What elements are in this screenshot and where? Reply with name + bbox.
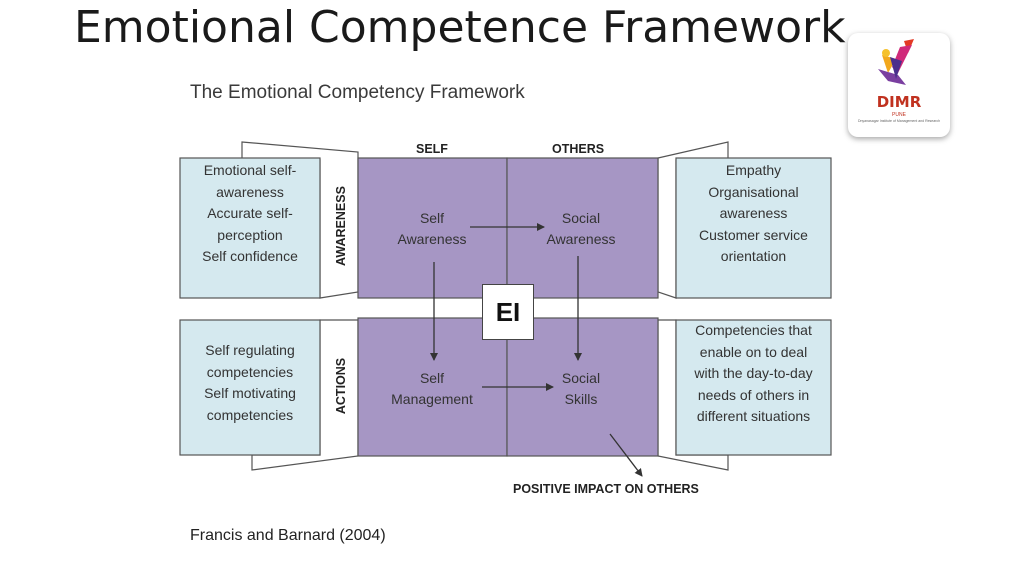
slide-title: Emotional Competence Framework (74, 2, 846, 53)
citation: Francis and Barnard (2004) (190, 527, 386, 544)
label-social-skills: Social Skills (561, 370, 601, 407)
logo-name: DIMR (876, 93, 922, 111)
label-self-awareness: Self Awareness (397, 210, 467, 247)
side-box-top-left (179, 157, 321, 299)
quadrant-self-awareness (357, 157, 508, 299)
arrow-to-positive-impact (609, 433, 643, 477)
side-text-bottom-left: Self regulating competencies Self motiva… (204, 342, 296, 423)
positive-impact-label: POSITIVE IMPACT ON OTHERS (513, 482, 699, 496)
row-label-actions: ACTIONS (334, 357, 348, 415)
side-text-top-right: Empathy Organisational awareness Custome… (699, 162, 808, 264)
column-header-self: SELF (416, 142, 448, 156)
ei-center-label: EI (482, 284, 534, 340)
label-self-management: Self Management (391, 370, 473, 407)
diagram-title: The Emotional Competency Framework (190, 82, 525, 103)
quadrant-social-awareness (506, 157, 659, 299)
column-header-others: OTHERS (552, 142, 605, 156)
row-label-awareness: AWARENESS (334, 186, 348, 266)
side-box-bottom-right (675, 319, 832, 456)
dimr-logo: DIMR PUNE Dnyanasagar Institute of Manag… (848, 33, 950, 137)
logo-city: PUNE (892, 112, 906, 118)
side-box-top-right (675, 157, 832, 299)
label-social-awareness: Social Awareness (546, 210, 616, 247)
dimr-emblem-icon (878, 39, 914, 85)
logo-tagline: Dnyanasagar Institute of Management and … (857, 119, 941, 123)
side-text-top-left: Emotional self- awareness Accurate self-… (202, 162, 298, 264)
side-text-bottom-right: Competencies that enable on to deal with… (694, 322, 813, 424)
side-box-bottom-left (179, 319, 321, 456)
